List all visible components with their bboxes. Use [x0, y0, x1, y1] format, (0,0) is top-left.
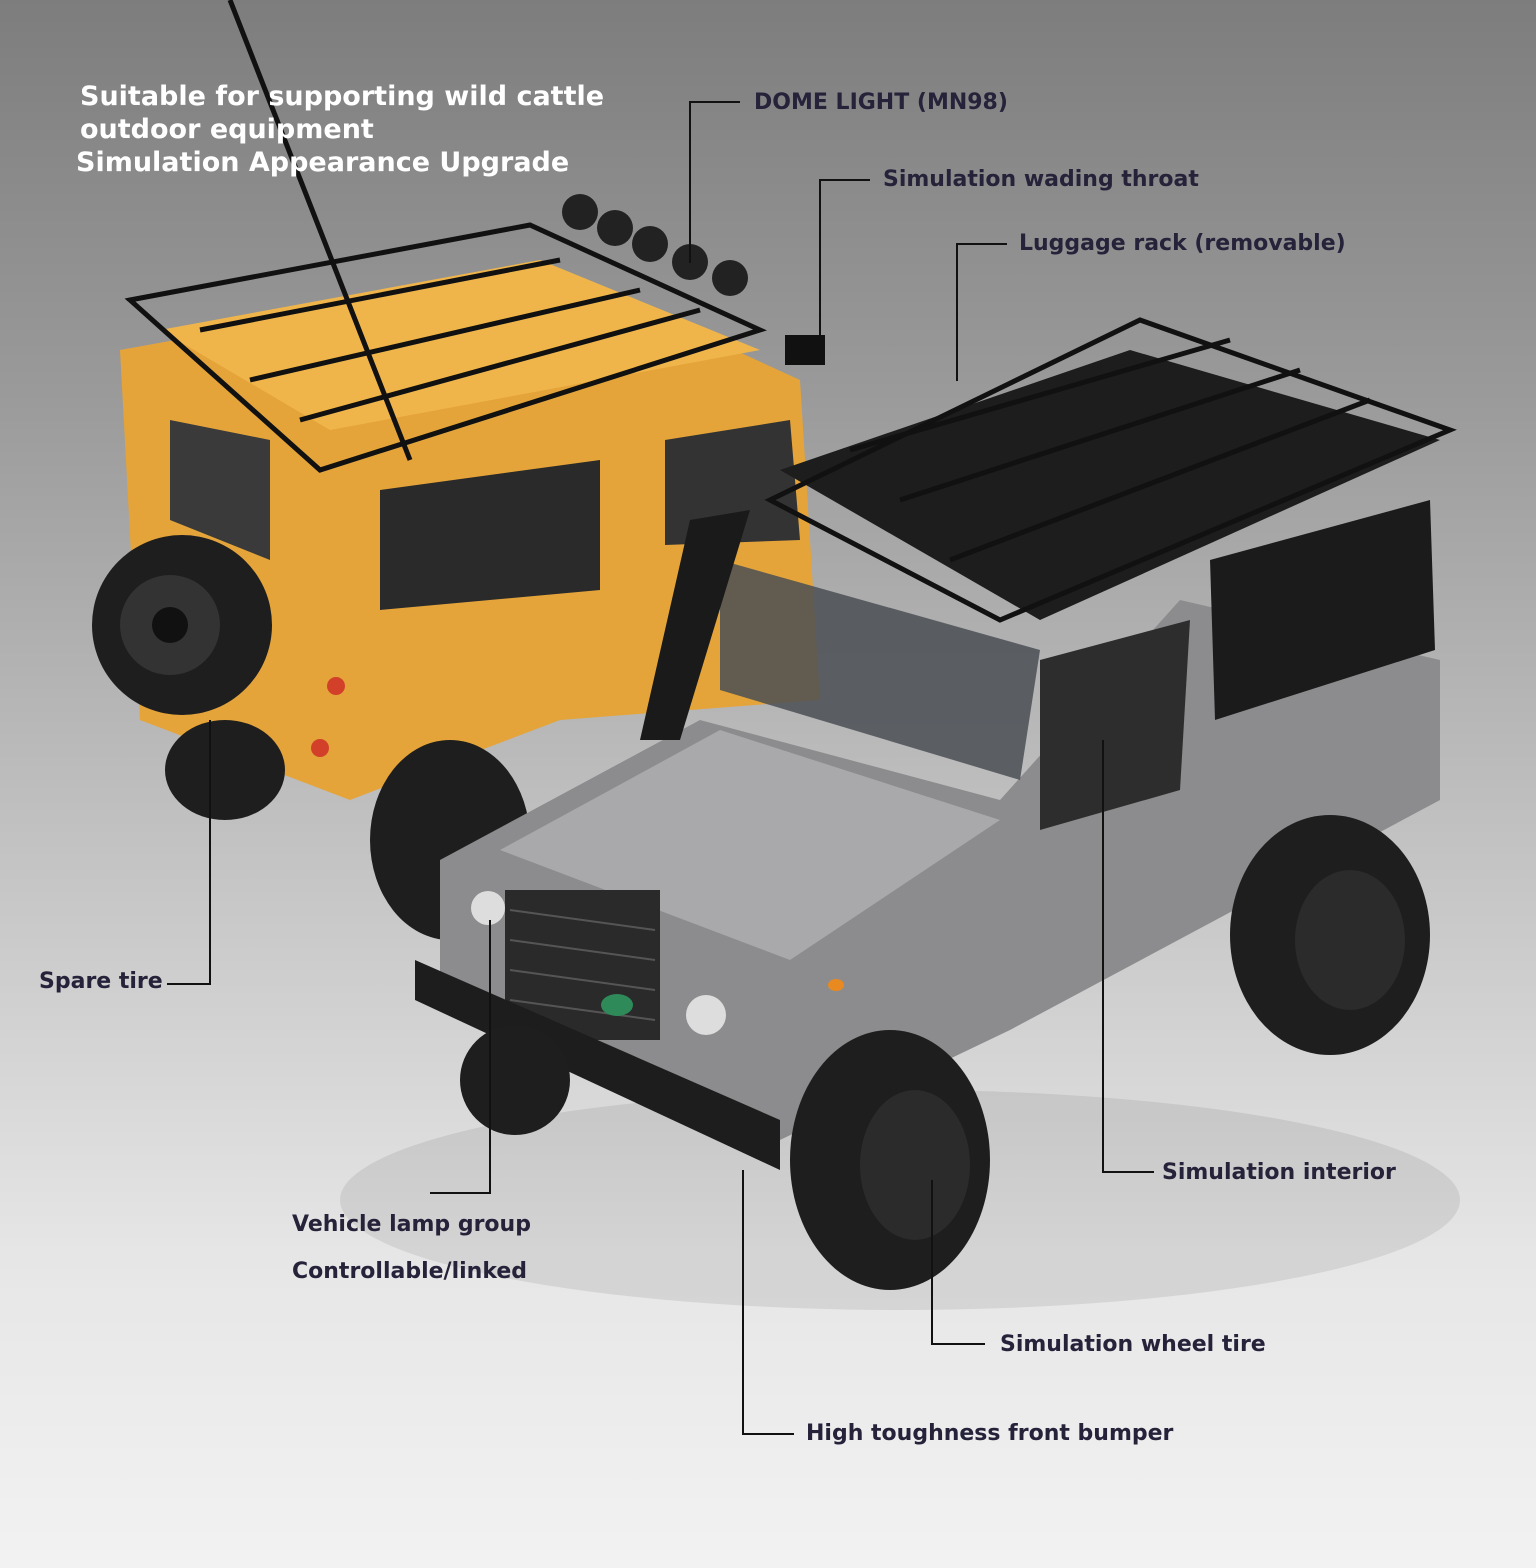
leader-line [956, 243, 958, 381]
leader-line [742, 1433, 794, 1435]
leader-line [209, 720, 211, 985]
headline-line: Suitable for supporting wild cattle [80, 81, 605, 112]
dome-light-label: DOME LIGHT (MN98) [754, 90, 1008, 115]
leader-line [430, 1192, 490, 1194]
front-bumper-label: High toughness front bumper [806, 1421, 1174, 1446]
luggage-rack-label: Luggage rack (removable) [1019, 231, 1346, 256]
wading-throat-label: Simulation wading throat [883, 167, 1199, 192]
leader-line [931, 1180, 933, 1345]
leader-line [1102, 740, 1104, 1173]
wheel-tire-label: Simulation wheel tire [1000, 1332, 1266, 1357]
leader-line [819, 179, 821, 335]
headline-line: Simulation Appearance Upgrade [76, 147, 570, 178]
leader-line [167, 983, 210, 985]
yellow-vehicle [92, 0, 825, 940]
spare-tire-label: Spare tire [39, 969, 163, 994]
interior-label: Simulation interior [1162, 1160, 1396, 1185]
lamp-group-sublabel: Controllable/linked [292, 1259, 528, 1284]
leader-line [931, 1343, 985, 1345]
leader-line [689, 101, 691, 263]
headline-line: outdoor equipment [80, 114, 374, 145]
headline: Suitable for supporting wild cattle outd… [76, 80, 605, 179]
leader-line [489, 920, 491, 1194]
leader-line [957, 243, 1007, 245]
leader-line [742, 1170, 744, 1435]
leader-line [690, 101, 740, 103]
gray-vehicle [415, 317, 1457, 1290]
lamp-group-label: Vehicle lamp group [292, 1212, 531, 1237]
leader-line [820, 179, 870, 181]
leader-line [1102, 1171, 1154, 1173]
